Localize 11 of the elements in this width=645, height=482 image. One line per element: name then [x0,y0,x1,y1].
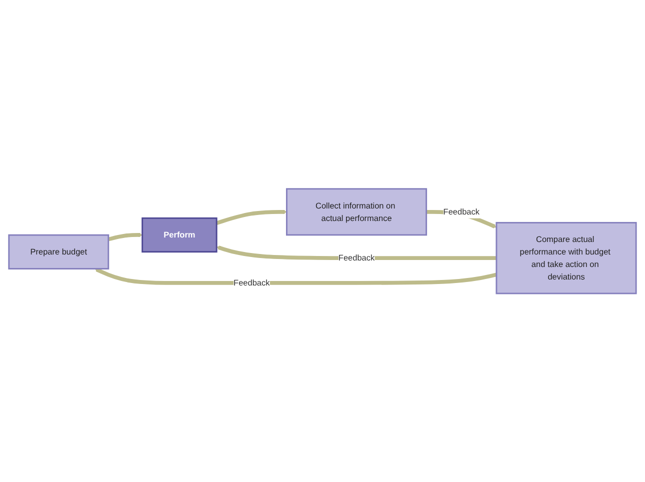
node-box [286,188,428,236]
edge-label: Feedback [234,278,270,288]
flowchart-drawing: Feedback Feedback Feedback Prepare budget Perform Collect information on actual performance Compare actual performance with budget and take action on deviations [5,184,640,298]
arrow [108,232,143,241]
edge-label: Feedback [443,207,480,216]
node-box [142,217,218,252]
node-box [8,234,110,270]
arrow [216,210,287,225]
edge-label: Feedback [338,253,375,262]
arrow [94,268,497,285]
node-box [496,222,637,294]
